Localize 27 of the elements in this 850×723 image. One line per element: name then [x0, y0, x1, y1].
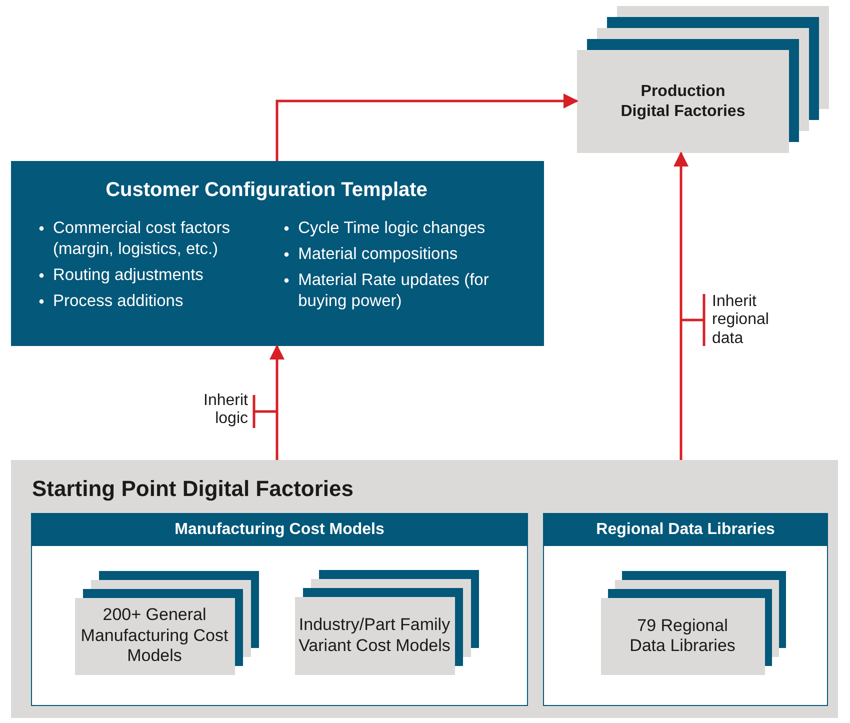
- stacked-card: [294, 596, 454, 674]
- stacked-card: [74, 598, 234, 674]
- card-text: Production Digital Factories: [620, 82, 746, 121]
- bullet-item: Commercial cost factors (margin, logistics, etc.): [53, 218, 231, 260]
- group-title: Starting Point Digital Factories: [32, 476, 354, 502]
- group-panel: [31, 513, 528, 706]
- stacked-card: [600, 598, 764, 674]
- panel-header: Manufacturing Cost Models: [32, 514, 527, 546]
- connector-arrow: [276, 94, 578, 161]
- bullet-item: Material compositions: [298, 244, 458, 265]
- template-box: [11, 161, 544, 346]
- connector-arrow: [674, 152, 688, 460]
- edge-label: Inherit logic: [202, 392, 248, 429]
- bullet-item: Routing adjustments: [53, 264, 204, 286]
- bullet-item: Process additions: [53, 290, 184, 312]
- connector-arrow: [270, 344, 284, 460]
- card-text: Industry/Part Family Variant Cost Models: [298, 615, 450, 656]
- box-title: Customer Configuration Template: [104, 179, 428, 202]
- card-text: 79 Regional Data Libraries: [628, 616, 736, 656]
- stacked-card: [577, 50, 789, 153]
- bullet-item: Cycle Time logic changes: [298, 218, 486, 239]
- bullet-item: Material Rate updates (for buying power): [298, 270, 490, 312]
- panel-header: Regional Data Libraries: [544, 514, 827, 546]
- card-text: 200+ General Manufacturing Cost Models: [80, 605, 230, 667]
- group-band: [11, 460, 838, 718]
- group-panel: [543, 513, 828, 706]
- edge-label: Inherit regional data: [712, 293, 770, 348]
